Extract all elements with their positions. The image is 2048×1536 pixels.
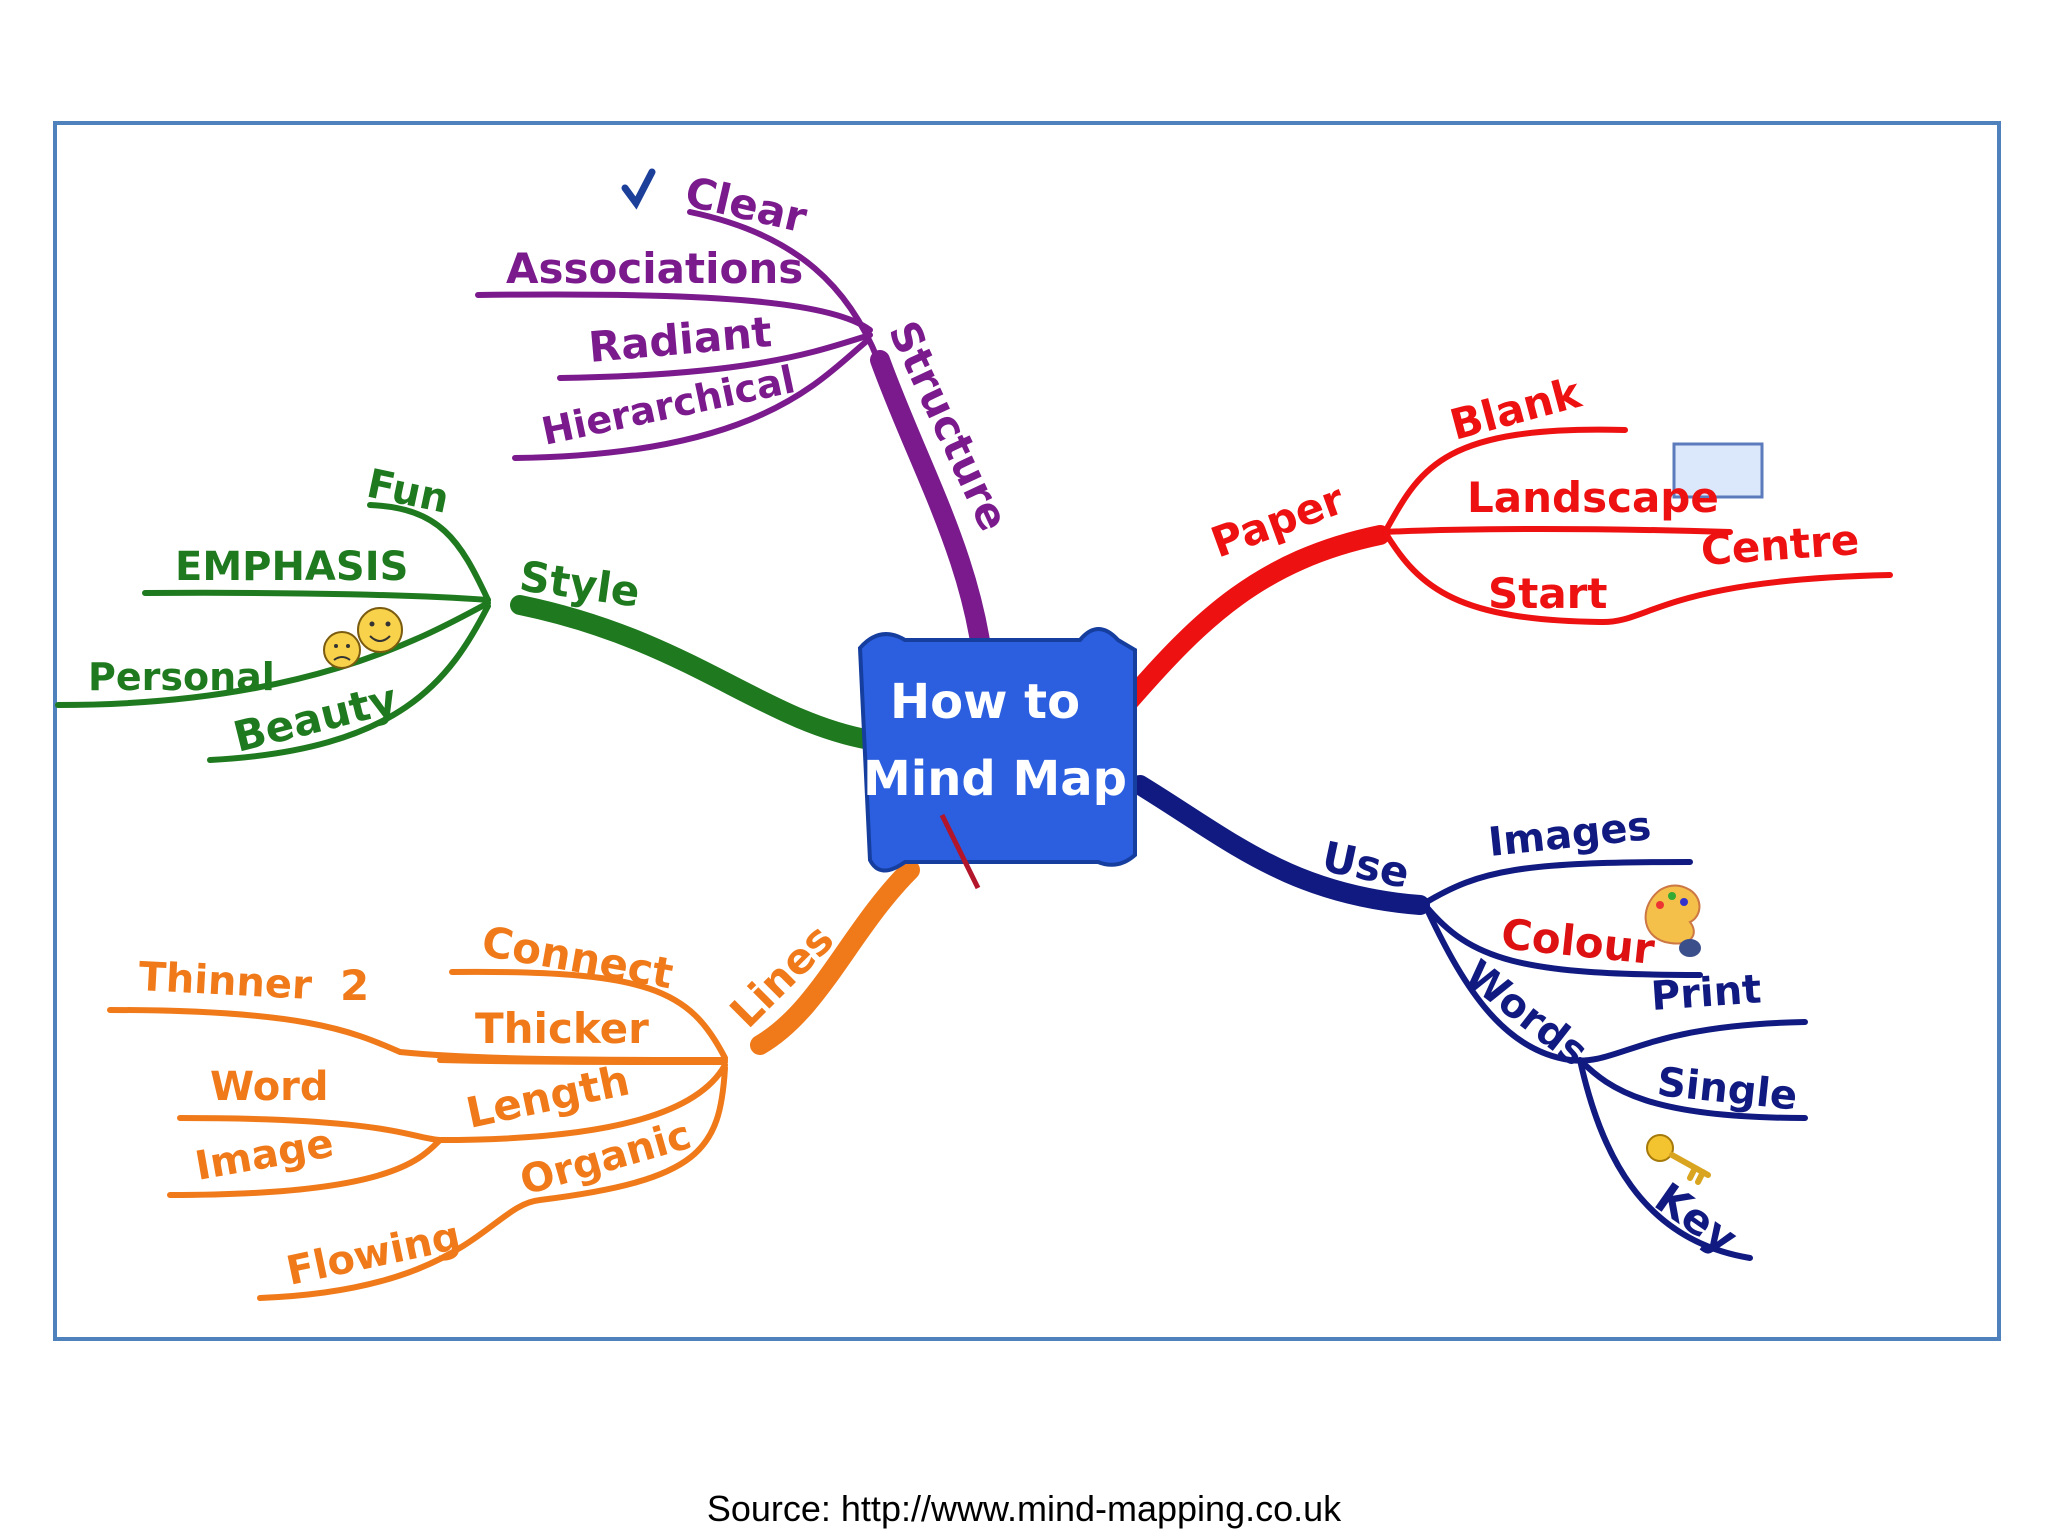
structure-main-branch — [870, 350, 995, 690]
use-child-print: Print — [1649, 966, 1762, 1020]
style-main-branch — [510, 595, 880, 750]
paper-child-centre: Centre — [1699, 515, 1861, 575]
source-caption: Source: http://www.mind-mapping.co.uk — [706, 1488, 1342, 1529]
smiley-faces-icon — [323, 607, 403, 669]
center-node — [857, 627, 1137, 890]
paper-child-start: Start — [1488, 569, 1607, 618]
lines-child-thicker: Thicker — [475, 1004, 649, 1053]
structure-sub-branches — [475, 209, 881, 461]
style-child-personal: Personal — [88, 655, 275, 699]
lines-child-word: Word — [210, 1064, 329, 1110]
palette-icon — [1644, 884, 1701, 957]
style-child-emphasis: EMPHASIS — [175, 544, 408, 590]
paper-main-branch — [1120, 525, 1390, 710]
style-child-fun: Fun — [363, 461, 453, 523]
lines-child-thinner: Thinner — [137, 954, 313, 1009]
center-title-line1: How to — [890, 674, 1080, 730]
lines-child-2: 2 — [340, 961, 369, 1010]
key-icon — [1646, 1134, 1711, 1185]
structure-child-associations: Associations — [506, 244, 803, 293]
lines-child-connect: Connect — [478, 917, 677, 999]
lines-child-image: Image — [192, 1120, 337, 1189]
use-sub-branches — [1422, 859, 1808, 1261]
landscape-rectangle-icon — [1672, 442, 1764, 499]
use-child-key: Key — [1646, 1173, 1746, 1263]
check-icon — [621, 168, 656, 210]
use-child-images: Images — [1486, 803, 1653, 866]
paper-child-landscape: Landscape — [1467, 473, 1719, 522]
center-title-line2: Mind Map — [863, 751, 1127, 807]
use-main-branch — [1130, 775, 1430, 915]
lines-main-branch — [750, 860, 920, 1055]
paper-sub-branches — [1382, 426, 1893, 626]
lines-sub-branches — [107, 968, 728, 1301]
